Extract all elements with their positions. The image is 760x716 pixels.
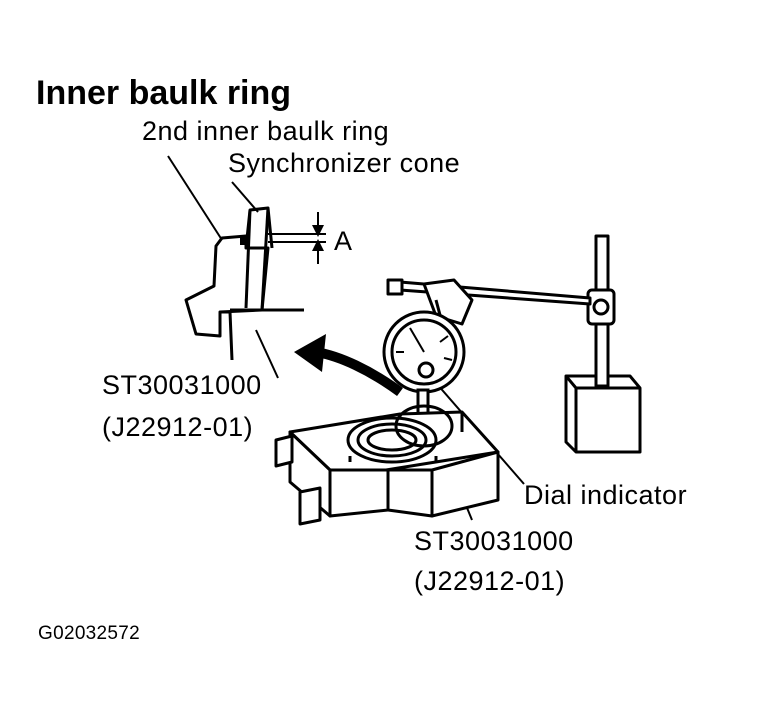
label-2nd-inner-baulk-ring: 2nd inner baulk ring [142, 116, 390, 146]
ring-cross-section [184, 206, 304, 361]
dial-indicator-gauge [382, 310, 466, 428]
label-tool-left-alt: (J22912-01) [102, 412, 254, 442]
baulk-ring-on-fixture [346, 404, 454, 464]
clearance-dimension [268, 212, 326, 264]
figure-code: G02032572 [38, 623, 141, 644]
curved-arrow [294, 334, 403, 397]
label-tool-right-part: ST30031000 [414, 526, 574, 556]
label-synchronizer-cone: Synchronizer cone [228, 148, 461, 178]
label-tool-left-part: ST30031000 [102, 370, 262, 400]
page-title: Inner baulk ring [36, 74, 292, 112]
label-tool-right-alt: (J22912-01) [414, 566, 566, 596]
label-dial-indicator: Dial indicator [524, 480, 688, 510]
magnetic-stand [386, 234, 642, 454]
ring-notch-mark [240, 237, 248, 245]
label-clearance-a: A [334, 226, 353, 256]
